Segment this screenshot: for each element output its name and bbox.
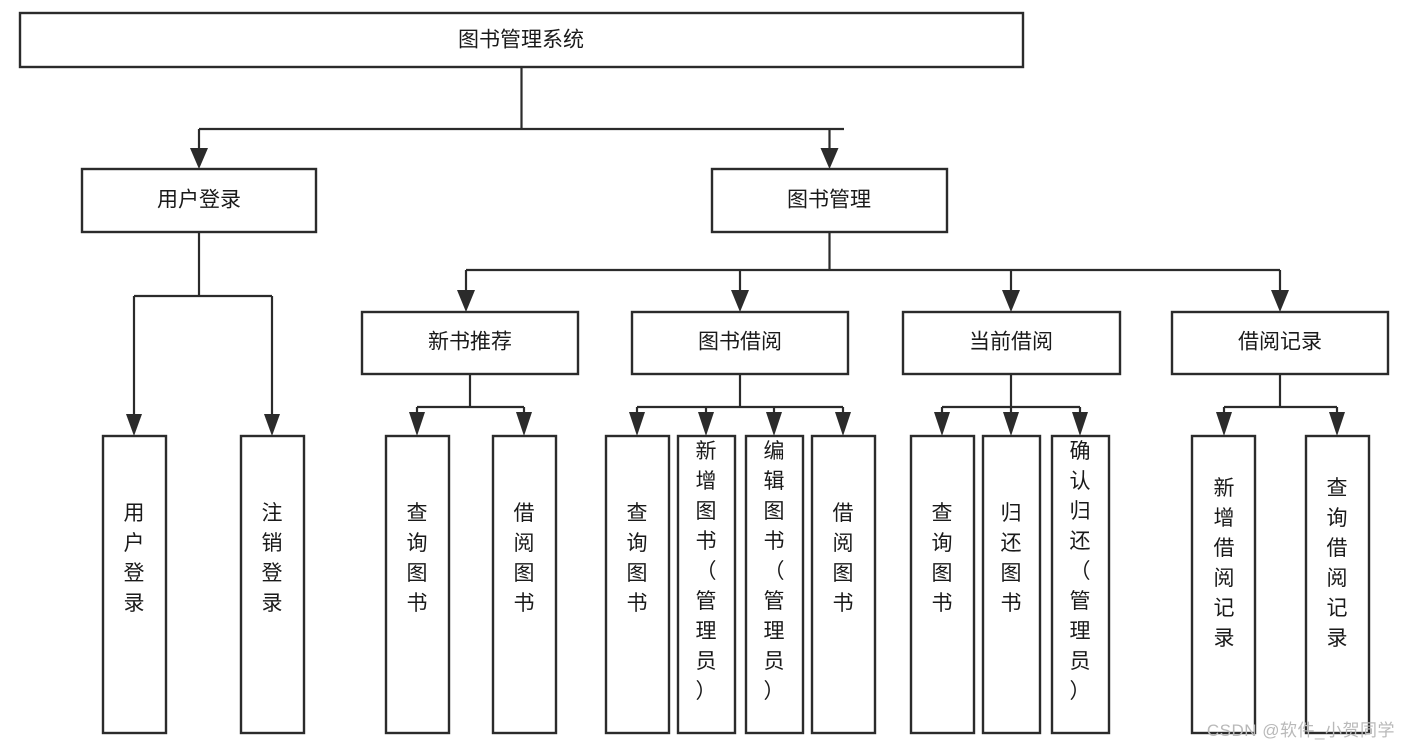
arrow-head-borrow-record bbox=[1271, 290, 1289, 312]
node-leaf-cb-confirm-return-label: 确认归还（管理员） bbox=[1070, 440, 1091, 703]
node-new-book-recommend[interactable]: 新书推荐 bbox=[360, 310, 580, 376]
node-new-book-recommend-box[interactable] bbox=[360, 310, 580, 376]
arrow-head-cb-query bbox=[934, 412, 950, 436]
node-book-management[interactable]: 图书管理 bbox=[710, 167, 949, 234]
node-leaf-bb-query-book[interactable]: 查询图书 bbox=[604, 434, 671, 735]
node-leaf-nb-borrow-book-box[interactable] bbox=[491, 434, 558, 735]
node-leaf-user-login-box[interactable] bbox=[101, 434, 168, 735]
node-book-management-label: 图书管理 bbox=[787, 189, 871, 212]
node-user-login-box[interactable] bbox=[80, 167, 318, 234]
arrow-head-bb-add bbox=[698, 412, 714, 436]
csdn-watermark: CSDN @软件_小贺同学 bbox=[1206, 721, 1395, 740]
node-leaf-cb-confirm-return[interactable]: 确认归还（管理员） bbox=[1050, 434, 1111, 735]
node-leaf-bb-add-book[interactable]: 新增图书（管理员） bbox=[676, 434, 737, 735]
node-current-borrow-box[interactable] bbox=[901, 310, 1122, 376]
arrow-head-current-borrow bbox=[1002, 290, 1020, 312]
arrow-head-new-book bbox=[457, 290, 475, 312]
node-new-book-recommend-label: 新书推荐 bbox=[428, 331, 512, 354]
connector-group-user-login-to-leaves bbox=[126, 232, 280, 436]
arrow-head-cb-return bbox=[1003, 412, 1019, 436]
arrow-head-nb-query bbox=[409, 412, 425, 436]
node-user-login[interactable]: 用户登录 bbox=[80, 167, 318, 234]
node-leaf-nb-borrow-book-label: 借阅图书 bbox=[514, 502, 535, 615]
node-leaf-nb-query-book[interactable]: 查询图书 bbox=[384, 434, 451, 735]
node-leaf-cb-return-book[interactable]: 归还图书 bbox=[981, 434, 1042, 735]
node-leaf-nb-query-book-label: 查询图书 bbox=[407, 502, 428, 615]
arrow-head-user-login bbox=[190, 148, 208, 169]
node-leaf-logout-box[interactable] bbox=[239, 434, 306, 735]
node-leaf-br-query-record-label: 查询借阅记录 bbox=[1327, 477, 1348, 650]
node-book-borrow-label: 图书借阅 bbox=[698, 331, 782, 354]
node-borrow-record-label: 借阅记录 bbox=[1238, 331, 1322, 354]
arrow-head-cb-confirm bbox=[1072, 412, 1088, 436]
node-leaf-cb-confirm-return-box[interactable] bbox=[1050, 434, 1111, 735]
node-leaf-cb-query-book-box[interactable] bbox=[909, 434, 976, 735]
node-leaf-cb-return-book-label: 归还图书 bbox=[1001, 502, 1022, 615]
arrow-head-bb-edit bbox=[766, 412, 782, 436]
arrow-head-bb-borrow bbox=[835, 412, 851, 436]
node-leaf-bb-borrow-book[interactable]: 借阅图书 bbox=[810, 434, 877, 735]
node-leaf-br-add-record-box[interactable] bbox=[1190, 434, 1257, 735]
node-leaf-bb-query-book-label: 查询图书 bbox=[627, 502, 648, 615]
connector-group-book-mgmt-to-level3 bbox=[457, 232, 1289, 312]
node-borrow-record-box[interactable] bbox=[1170, 310, 1390, 376]
node-root-system[interactable]: 图书管理系统 bbox=[18, 11, 1025, 69]
node-leaf-bb-borrow-book-label: 借阅图书 bbox=[833, 502, 854, 615]
arrow-head-nb-borrow bbox=[516, 412, 532, 436]
node-book-management-box[interactable] bbox=[710, 167, 949, 234]
node-leaf-bb-add-book-box[interactable] bbox=[676, 434, 737, 735]
connector-group-current-borrow-to-leaves bbox=[934, 374, 1088, 436]
arrow-head-book-borrow bbox=[731, 290, 749, 312]
node-leaf-bb-edit-book-label: 编辑图书（管理员） bbox=[764, 440, 785, 703]
node-leaf-bb-add-book-label: 新增图书（管理员） bbox=[696, 440, 717, 703]
node-root-system-label: 图书管理系统 bbox=[458, 29, 584, 52]
node-leaf-logout-label: 注销登录 bbox=[262, 502, 283, 615]
node-root-system-box[interactable] bbox=[18, 11, 1025, 69]
node-leaf-cb-query-book[interactable]: 查询图书 bbox=[909, 434, 976, 735]
arrow-head-leaf-logout bbox=[264, 414, 280, 436]
arrow-head-book-mgmt bbox=[820, 148, 839, 169]
node-borrow-record[interactable]: 借阅记录 bbox=[1170, 310, 1390, 376]
node-leaf-bb-query-book-box[interactable] bbox=[604, 434, 671, 735]
arrow-head-br-add bbox=[1216, 412, 1232, 436]
node-leaf-br-add-record-label: 新增借阅记录 bbox=[1214, 477, 1235, 650]
node-leaf-bb-edit-book[interactable]: 编辑图书（管理员） bbox=[744, 434, 805, 735]
node-leaf-bb-edit-book-box[interactable] bbox=[744, 434, 805, 735]
node-current-borrow-label: 当前借阅 bbox=[969, 331, 1053, 354]
node-leaf-bb-borrow-book-box[interactable] bbox=[810, 434, 877, 735]
node-leaf-nb-borrow-book[interactable]: 借阅图书 bbox=[491, 434, 558, 735]
node-user-login-label: 用户登录 bbox=[157, 189, 241, 212]
connector-group-book-borrow-to-leaves bbox=[629, 374, 851, 436]
node-book-borrow[interactable]: 图书借阅 bbox=[630, 310, 850, 376]
node-leaf-logout[interactable]: 注销登录 bbox=[239, 434, 306, 735]
node-book-borrow-box[interactable] bbox=[630, 310, 850, 376]
arrow-head-br-query bbox=[1329, 412, 1345, 436]
node-leaf-br-add-record[interactable]: 新增借阅记录 bbox=[1190, 434, 1257, 735]
arrow-head-leaf-user-login bbox=[126, 414, 142, 436]
node-leaf-nb-query-book-box[interactable] bbox=[384, 434, 451, 735]
connector-group-root-to-level2 bbox=[190, 67, 844, 169]
node-leaf-br-query-record[interactable]: 查询借阅记录 bbox=[1304, 434, 1371, 735]
node-leaf-cb-return-book-box[interactable] bbox=[981, 434, 1042, 735]
arrow-head-bb-query bbox=[629, 412, 645, 436]
node-leaf-br-query-record-box[interactable] bbox=[1304, 434, 1371, 735]
node-leaf-cb-query-book-label: 查询图书 bbox=[932, 502, 953, 615]
node-leaf-user-login-label: 用户登录 bbox=[124, 502, 145, 615]
connector-group-borrow-record-to-leaves bbox=[1216, 374, 1345, 436]
node-current-borrow[interactable]: 当前借阅 bbox=[901, 310, 1122, 376]
connector-group-new-book-to-leaves bbox=[409, 374, 532, 436]
node-leaf-user-login[interactable]: 用户登录 bbox=[101, 434, 168, 735]
